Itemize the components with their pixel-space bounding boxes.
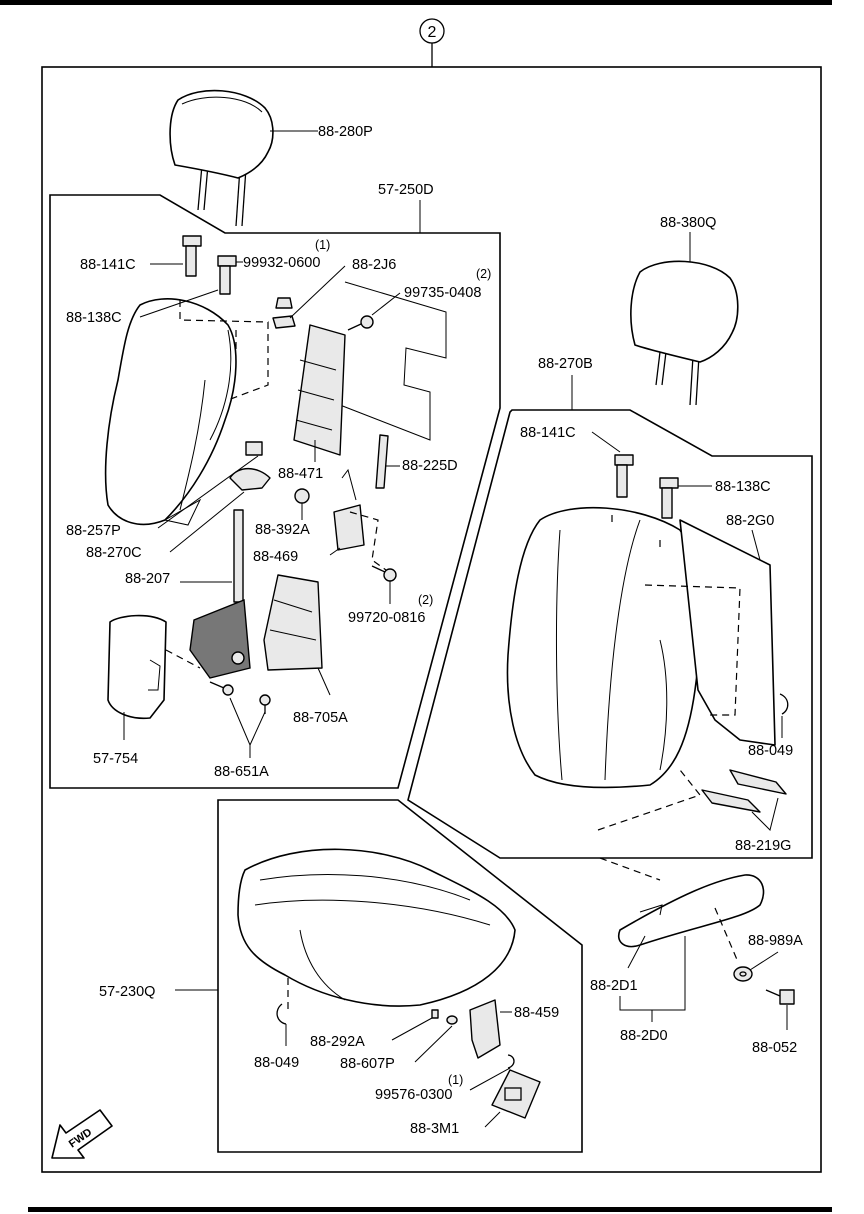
label-99576-0300: 99576-0300 — [375, 1087, 452, 1103]
nut-99932-0600 — [275, 297, 293, 309]
recliner-cover-88-705A — [263, 574, 323, 671]
group-number: 2 — [428, 24, 437, 41]
clip-88-049-right — [779, 693, 789, 715]
headrest-guide-138C-left — [217, 255, 237, 295]
seatback-cushion-left — [104, 298, 237, 526]
label-88-2G0: 88-2G0 — [726, 513, 774, 529]
outer-frame — [41, 66, 822, 1173]
label-88-2D1: 88-2D1 — [590, 978, 638, 994]
qty-99932-0600: (1) — [315, 238, 330, 252]
label-88-138C-right: 88-138C — [715, 479, 771, 495]
screws-88-651A — [209, 681, 271, 714]
label-88-651A: 88-651A — [214, 764, 269, 780]
label-57-250D: 57-250D — [378, 182, 434, 198]
label-88-705A: 88-705A — [293, 710, 348, 726]
group-number-callout: 2 — [419, 18, 445, 67]
seatback-right-box — [407, 409, 813, 859]
top-rule — [0, 0, 832, 5]
bracket-88-459 — [469, 999, 501, 1059]
label-88-469: 88-469 — [253, 549, 298, 565]
headrest-guide-141C-left — [182, 235, 202, 277]
headrest-right — [630, 260, 739, 406]
label-88-207: 88-207 — [125, 571, 170, 587]
label-99932-0600: 99932-0600 — [243, 255, 320, 271]
label-88-219G: 88-219G — [735, 838, 791, 854]
label-88-459: 88-459 — [514, 1005, 559, 1021]
cap-88-257P — [245, 441, 263, 456]
clip-88-2J6 — [272, 315, 296, 329]
fwd-arrow: FWD — [51, 1109, 113, 1159]
lumbar-board-panel — [293, 281, 447, 456]
side-cover-57-754 — [107, 614, 167, 720]
label-99735-0408: 99735-0408 — [404, 285, 481, 301]
seatback-cushion-right — [506, 506, 701, 789]
clip-88-049-left — [276, 1003, 287, 1025]
seatback-left-box — [49, 194, 501, 789]
qty-99576-0300: (1) — [448, 1073, 463, 1087]
wire-88-225D — [375, 434, 389, 489]
label-57-230Q: 57-230Q — [99, 984, 155, 1000]
label-88-049-right: 88-049 — [748, 743, 793, 759]
seat-cushion-box — [217, 799, 583, 1153]
label-88-049-left: 88-049 — [254, 1055, 299, 1071]
qty-99735-0408: (2) — [476, 267, 491, 281]
nut-88-392A — [294, 488, 310, 504]
label-88-141C-left: 88-141C — [80, 257, 136, 273]
seat-cushion — [237, 848, 516, 1007]
label-88-607P: 88-607P — [340, 1056, 395, 1072]
screw-99735-0408 — [347, 315, 374, 331]
label-88-380Q: 88-380Q — [660, 215, 716, 231]
washer-88-989A — [733, 966, 753, 982]
pin-88-292A — [431, 1009, 439, 1019]
handle-88-3M1 — [491, 1069, 541, 1119]
label-57-754: 57-754 — [93, 751, 138, 767]
armrest-88-2D0 — [618, 874, 765, 948]
label-88-471: 88-471 — [278, 466, 323, 482]
headrest-guide-138C-right — [659, 477, 679, 519]
label-88-138C-left: 88-138C — [66, 310, 122, 326]
label-99720-0816: 99720-0816 — [348, 610, 425, 626]
bolt-88-052 — [765, 989, 795, 1005]
label-88-225D: 88-225D — [402, 458, 458, 474]
label-88-052: 88-052 — [752, 1040, 797, 1056]
label-88-270B: 88-270B — [538, 356, 593, 372]
headrest-guide-141C-right — [614, 454, 634, 498]
clip-99576-0300 — [507, 1054, 515, 1069]
label-88-270C: 88-270C — [86, 545, 142, 561]
label-88-392A: 88-392A — [255, 522, 310, 538]
recliner-rod-88-207 — [189, 509, 251, 679]
washer-88-607P — [446, 1015, 458, 1025]
headrest-left — [169, 89, 274, 227]
qty-99720-0816: (2) — [418, 593, 433, 607]
pads-88-219G — [701, 769, 787, 813]
lever-88-270C — [229, 467, 271, 491]
label-88-292A: 88-292A — [310, 1034, 365, 1050]
label-88-141C-right: 88-141C — [520, 425, 576, 441]
label-88-257P: 88-257P — [66, 523, 121, 539]
label-88-3M1: 88-3M1 — [410, 1121, 459, 1137]
back-board-88-2G0 — [679, 519, 776, 746]
label-88-280P: 88-280P — [318, 124, 373, 140]
bottom-rule — [28, 1207, 832, 1212]
label-88-989A: 88-989A — [748, 933, 803, 949]
label-88-2J6: 88-2J6 — [352, 257, 396, 273]
label-88-2D0: 88-2D0 — [620, 1028, 668, 1044]
latch-88-469 — [333, 468, 365, 551]
